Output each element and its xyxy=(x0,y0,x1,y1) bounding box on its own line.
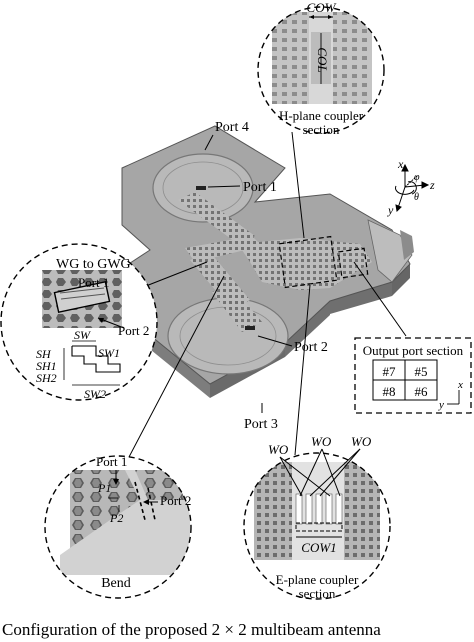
out-axis-x: x xyxy=(457,379,463,391)
sh2-label: SH2 xyxy=(36,371,57,385)
port2-label: Port 2 xyxy=(294,340,328,355)
wg-port1-label: Port 1 xyxy=(78,275,109,290)
eplane-title-line2: section xyxy=(299,586,336,601)
coordinate-axes xyxy=(395,163,430,213)
sw-label: SW xyxy=(74,328,91,342)
bend-port1-label: Port 1 xyxy=(96,454,127,469)
cell-7: #7 xyxy=(383,364,397,379)
port4-label: Port 4 xyxy=(215,120,249,135)
p1-label: P1 xyxy=(97,481,111,495)
wg-port2-label: Port 2 xyxy=(118,323,149,338)
cell-8: #8 xyxy=(383,384,396,399)
out-axis-y: y xyxy=(438,399,444,411)
leader-lines xyxy=(117,131,407,479)
wg-title: WG to GWG xyxy=(56,257,131,272)
sw2-label: SW2 xyxy=(84,387,106,401)
wg-to-gwg-inset: WG to GWG Port 1 Port 2 SW SW1 SH SH1 SH… xyxy=(0,243,158,401)
cell-6: #6 xyxy=(415,384,429,399)
axis-phi-label: φ xyxy=(414,172,420,183)
sh-label: SH xyxy=(36,347,52,361)
hplane-title-line2: section xyxy=(303,122,340,137)
hplane-coupler-inset: COW COL H-plane coupler section xyxy=(257,0,385,137)
wo-label-3: WO xyxy=(351,434,372,449)
port1-label: Port 1 xyxy=(243,180,277,195)
output-section-title: Output port section xyxy=(363,343,464,358)
axis-theta-label: θ xyxy=(414,192,419,203)
port3-label: Port 3 xyxy=(244,417,278,432)
cow1-label: COW1 xyxy=(301,540,336,555)
sh1-label: SH1 xyxy=(36,359,57,373)
eplane-title: E-plane coupler xyxy=(276,572,359,587)
output-port-section: Output port section #7 #5 #8 #6 x y xyxy=(354,337,472,414)
antenna-body xyxy=(91,125,414,398)
p2-label: P2 xyxy=(109,511,123,525)
cow-label: COW xyxy=(307,0,337,15)
hplane-title: H-plane coupler xyxy=(279,108,364,123)
bend-title: Bend xyxy=(101,576,131,591)
wo-label-2: WO xyxy=(311,434,332,449)
figure-caption: Configuration of the proposed 2 × 2 mult… xyxy=(2,620,381,639)
antenna-figure: COW COL H-plane coupler section Port 4 P… xyxy=(0,0,472,601)
bend-port2-label: Port 2 xyxy=(160,493,191,508)
bend-inset: Port 1 Port 2 P1 P2 Bend xyxy=(44,454,192,599)
axis-x-label: x xyxy=(397,157,404,171)
wo-label-1: WO xyxy=(268,442,289,457)
col-label: COL xyxy=(315,47,330,72)
cell-5: #5 xyxy=(415,364,428,379)
axis-z-label: z xyxy=(429,178,435,192)
axis-y-label: y xyxy=(387,203,394,217)
eplane-coupler-inset: WO WO WO COW1 E-plane coupler section xyxy=(243,434,391,601)
sw1-label: SW1 xyxy=(98,346,120,360)
